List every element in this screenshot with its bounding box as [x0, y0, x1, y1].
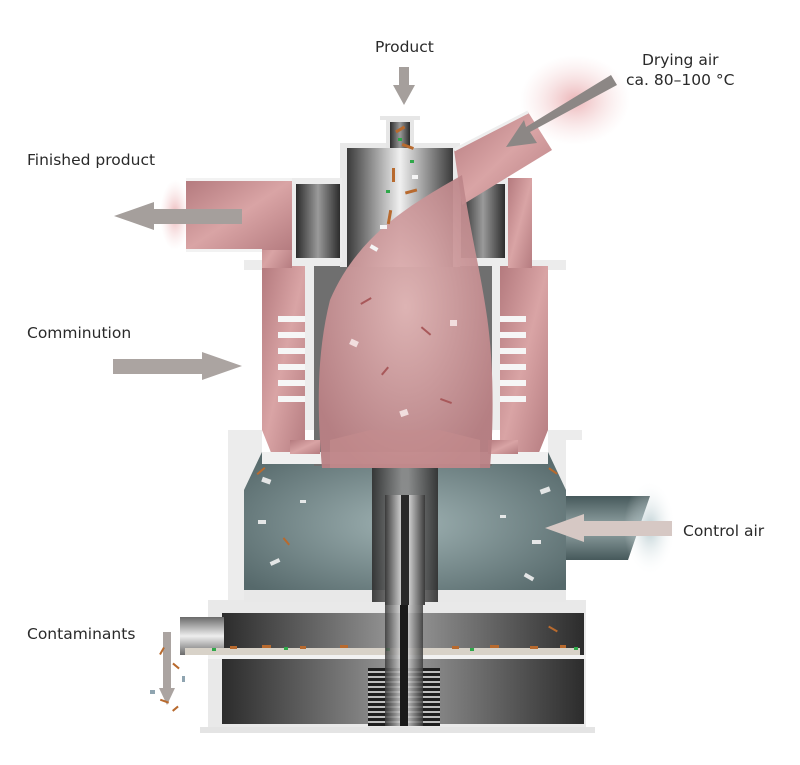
- label-product: Product: [375, 38, 434, 56]
- right-grinding-track: [500, 266, 548, 455]
- label-control-air: Control air: [683, 522, 765, 540]
- arrow-drying-air-inflow: [506, 75, 617, 147]
- product-particles: [349, 125, 457, 418]
- label-comminution: Comminution: [27, 324, 132, 342]
- label-drying-air-line1: Drying air: [641, 51, 719, 69]
- arrow-comminution: [113, 352, 242, 380]
- drying-air-flow: [318, 175, 493, 468]
- label-drying-air-temperature: ca. 80–100 °C: [626, 71, 735, 89]
- contaminant-collector: [180, 600, 595, 733]
- label-finished-product: Finished product: [27, 151, 156, 169]
- label-contaminants: Contaminants: [27, 625, 136, 643]
- arrow-product-inflow: [393, 67, 415, 105]
- drying-air-pipe: [453, 55, 630, 205]
- label-drying-air: Drying air ca. 80–100 °C: [626, 50, 734, 90]
- arrow-finished-product-outflow: [114, 202, 242, 230]
- arrow-control-air-inflow: [545, 514, 672, 542]
- threaded-spindle: [368, 600, 440, 726]
- contaminant-debris: [185, 625, 580, 655]
- left-grinding-track: [262, 266, 305, 455]
- arrow-contaminants-outflow: [150, 632, 185, 712]
